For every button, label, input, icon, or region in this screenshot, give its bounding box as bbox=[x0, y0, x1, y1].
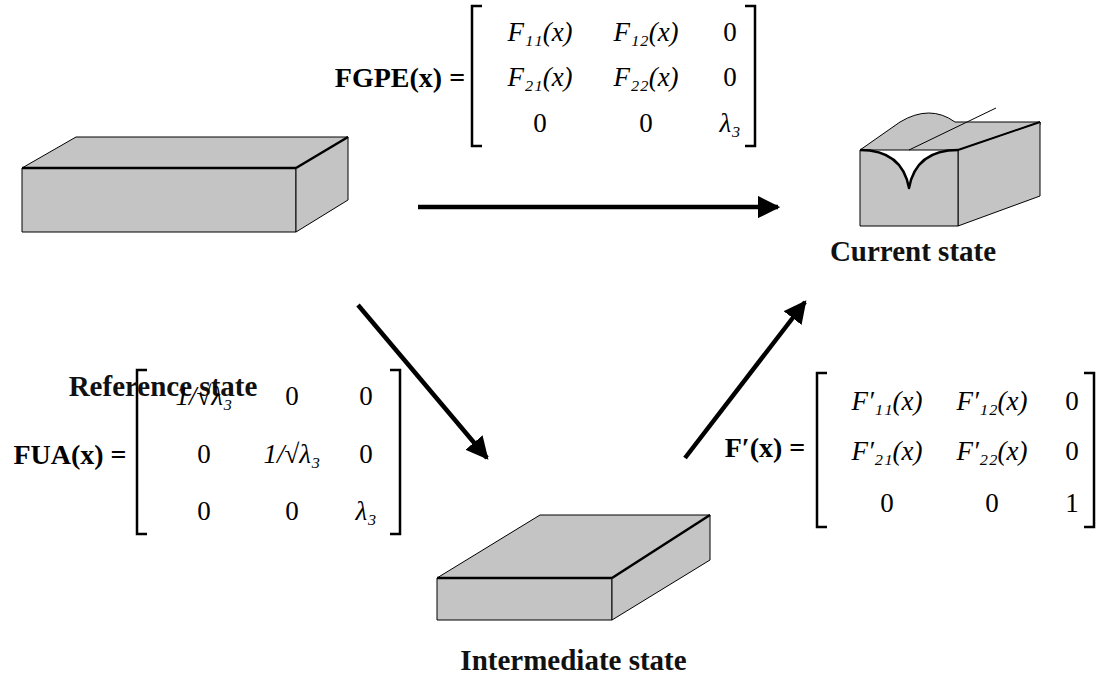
matrix-name: F′(x) = bbox=[723, 432, 808, 464]
matrix-entry: 0 bbox=[197, 440, 211, 470]
mapping-arrow bbox=[418, 205, 778, 210]
matrix-entry: F′₁₂(x) bbox=[956, 387, 1027, 417]
matrix-entry: 1 bbox=[1065, 489, 1079, 519]
matrix-entry: 0 bbox=[285, 497, 299, 527]
state-node: Intermediate state bbox=[432, 458, 715, 686]
matrix-entry: 0 bbox=[985, 489, 999, 519]
matrix-entry: F′₂₂(x) bbox=[956, 437, 1027, 467]
state-label: Current state bbox=[778, 235, 1048, 268]
matrix-brackets bbox=[137, 6, 1094, 534]
state-node: Current state bbox=[778, 95, 1048, 302]
matrix-entry: 0 bbox=[197, 497, 211, 527]
matrix-entry: 1/√λ₃ bbox=[264, 440, 321, 470]
matrix-entry: 0 bbox=[359, 440, 373, 470]
state-label: Intermediate state bbox=[432, 644, 715, 677]
matrix-entry: F₂₂(x) bbox=[613, 63, 678, 93]
matrix-entry: F₂₁(x) bbox=[507, 63, 572, 93]
matrix-entry: λ₃ bbox=[719, 109, 740, 139]
state-label: Reference state bbox=[18, 370, 308, 403]
mapping-arrow bbox=[358, 305, 487, 458]
current-block bbox=[860, 108, 1040, 226]
matrix-entry: 0 bbox=[723, 18, 737, 48]
matrix-name: FUA(x) = bbox=[11, 439, 128, 471]
matrix-entry: F₁₁(x) bbox=[507, 18, 572, 48]
state-node: Reference state bbox=[18, 130, 418, 305]
reference-block bbox=[22, 137, 348, 232]
matrix-entry: λ₃ bbox=[355, 497, 376, 527]
intermediate-block bbox=[437, 515, 710, 620]
matrix-entry: 0 bbox=[1065, 437, 1079, 467]
matrix-entry: F′₂₁(x) bbox=[851, 437, 922, 467]
matrix-entry: F′₁₁(x) bbox=[851, 387, 922, 417]
matrix-entry: 0 bbox=[533, 109, 547, 139]
matrix-entry: 0 bbox=[880, 489, 894, 519]
matrix-entry: 0 bbox=[723, 63, 737, 93]
matrix-entry: F₁₂(x) bbox=[613, 18, 678, 48]
matrix-entry: 1/√λ₃ bbox=[176, 382, 233, 412]
matrix-entry: 0 bbox=[639, 109, 653, 139]
matrix-entry: 0 bbox=[359, 382, 373, 412]
matrix-name: FGPE(x) = bbox=[333, 62, 467, 94]
matrix-entry: 0 bbox=[285, 382, 299, 412]
matrix-entry: 0 bbox=[1065, 387, 1079, 417]
